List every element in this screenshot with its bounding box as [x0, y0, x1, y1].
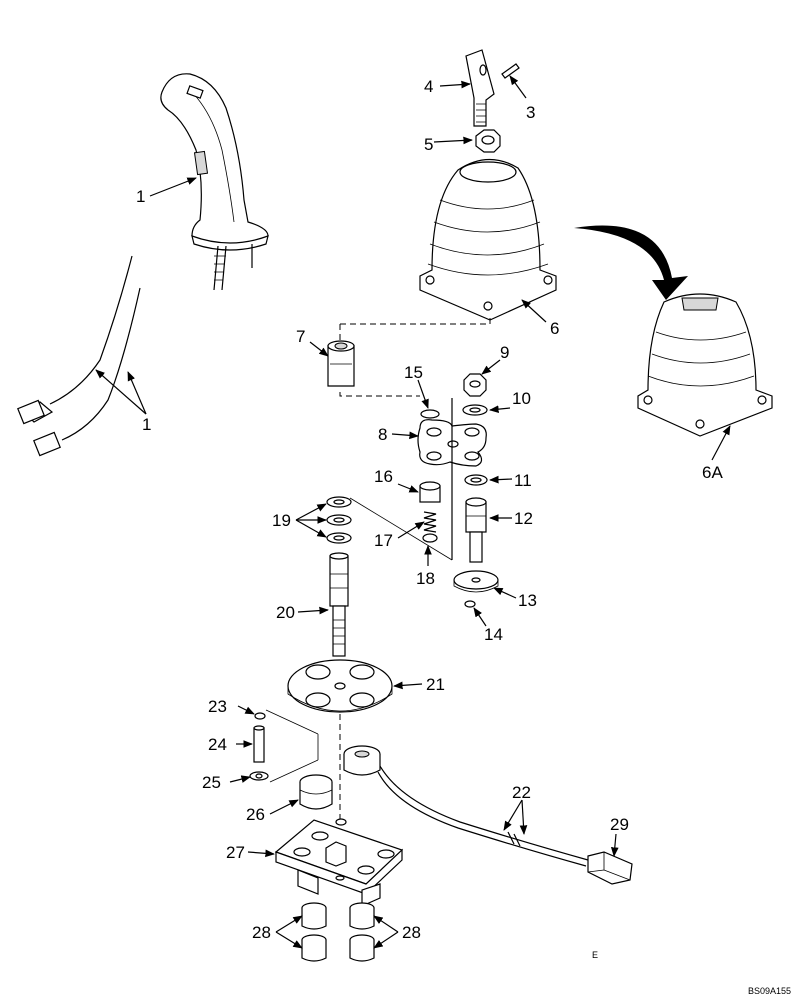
label-part-17: 17 — [374, 531, 393, 550]
label-part-8: 8 — [378, 425, 387, 444]
label-part-28-right: 28 — [402, 923, 421, 942]
guide-plate-21 — [287, 659, 393, 713]
seat-18 — [422, 533, 438, 543]
ring-center — [335, 818, 347, 826]
label-part-26: 26 — [246, 805, 265, 824]
label-part-7: 7 — [296, 327, 305, 346]
assembly-line-19 — [349, 497, 453, 561]
label-part-6a: 6A — [702, 463, 723, 482]
label-part-12: 12 — [514, 509, 533, 528]
retaining-ring-15 — [420, 409, 440, 419]
u-joint-shaft-20 — [329, 552, 349, 657]
label-part-3: 3 — [526, 103, 535, 122]
ring-23 — [254, 712, 266, 720]
base-housing-27 — [274, 819, 404, 907]
u-joint-shaft-12 — [465, 497, 487, 563]
spring-17 — [423, 511, 437, 533]
jam-nut — [475, 129, 501, 153]
sensor-cable-22 — [343, 745, 589, 867]
bushings-28 — [301, 902, 375, 962]
label-part-25: 25 — [202, 773, 221, 792]
label-part-10: 10 — [512, 389, 531, 408]
joystick-handle — [160, 73, 269, 291]
label-part-13: 13 — [518, 591, 537, 610]
alternate-boot — [637, 293, 773, 437]
label-part-11: 11 — [514, 471, 532, 490]
label-part-15: 15 — [404, 363, 423, 382]
pin-24 — [253, 725, 265, 763]
label-part-1: 1 — [136, 187, 145, 206]
rubber-boot — [419, 158, 557, 321]
label-part-21: 21 — [426, 675, 445, 694]
lever-adapter — [465, 49, 495, 127]
washer-11 — [464, 474, 488, 486]
label-part-20: 20 — [276, 603, 295, 622]
alternate-part-arrow — [574, 225, 688, 300]
assembly-line-23 — [265, 709, 319, 760]
part-labels: 1 1 3 4 5 6 6A 7 8 9 10 11 12 13 14 15 1… — [136, 77, 723, 942]
washer-13 — [453, 570, 499, 593]
roll-pin — [501, 63, 520, 79]
label-part-6: 6 — [550, 319, 559, 338]
label-part-23: 23 — [208, 697, 227, 716]
label-part-19: 19 — [272, 511, 291, 530]
label-part-28-left: 28 — [252, 923, 271, 942]
plunger-16 — [419, 481, 441, 503]
label-part-9: 9 — [500, 343, 509, 362]
assembly-line-25 — [269, 759, 319, 783]
label-part-18: 18 — [416, 569, 435, 588]
handle-wire-harness — [17, 255, 141, 457]
label-part-22: 22 — [512, 783, 531, 802]
figure-code: BS09A155 — [748, 986, 791, 996]
washer-25 — [249, 771, 269, 781]
washer-10 — [462, 404, 488, 416]
adapter-nut — [327, 314, 491, 397]
bushing-26 — [299, 774, 333, 810]
label-part-4: 4 — [424, 77, 433, 96]
connector-29 — [587, 851, 633, 885]
label-part-27: 27 — [226, 843, 245, 862]
label-part-1-cable: 1 — [142, 415, 151, 434]
ring-14 — [464, 600, 476, 608]
washers-19 — [326, 496, 352, 544]
label-part-24: 24 — [208, 735, 227, 754]
mounting-plate — [417, 419, 487, 467]
footer-mark: E — [592, 950, 598, 960]
label-part-5: 5 — [424, 135, 433, 154]
label-part-29: 29 — [610, 815, 629, 834]
hex-nut-9 — [463, 373, 487, 397]
label-part-14: 14 — [484, 625, 503, 644]
label-part-16: 16 — [374, 467, 393, 486]
leader-lines — [95, 75, 731, 949]
